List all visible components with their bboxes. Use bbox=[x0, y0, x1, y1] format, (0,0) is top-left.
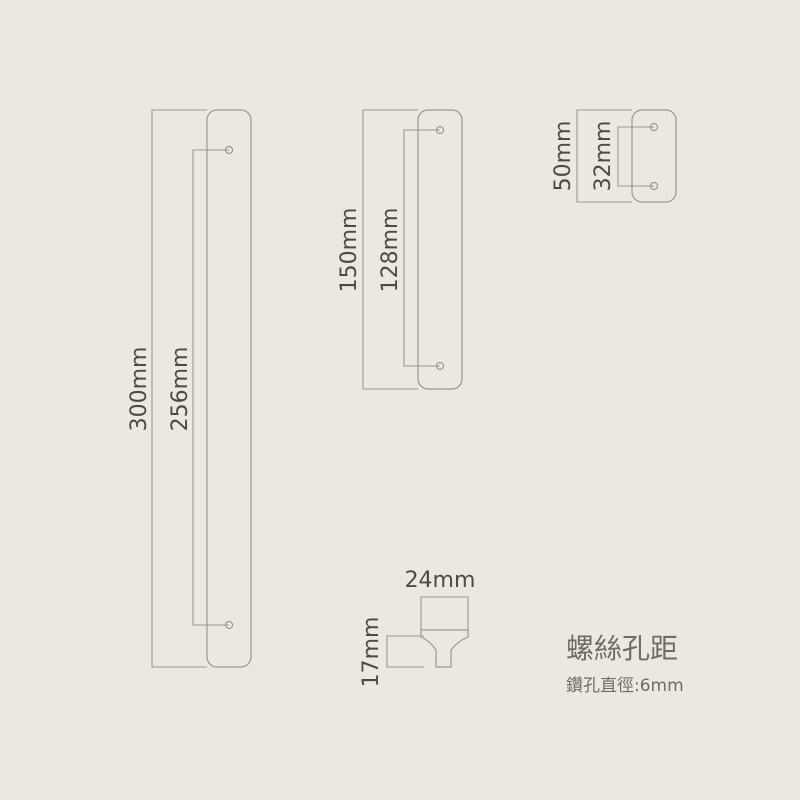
handle-150-hole-bracket bbox=[403, 129, 440, 367]
knob-outline bbox=[420, 629, 469, 668]
knob-height-label: 17mm bbox=[359, 617, 384, 688]
handle-300-drawing: 300mm 256mm bbox=[127, 109, 252, 668]
caption-title: 螺絲孔距 bbox=[566, 632, 678, 665]
handle-150-length-label: 150mm bbox=[337, 208, 362, 293]
handle-50-hole-label: 32mm bbox=[591, 121, 616, 192]
handle-150-drawing: 150mm 128mm bbox=[337, 109, 463, 390]
handle-50-hole-bracket bbox=[617, 126, 654, 187]
handle-150-outline bbox=[417, 109, 463, 390]
handle-50-length-bracket bbox=[576, 109, 632, 203]
screw-hole-icon bbox=[225, 621, 233, 629]
handle-150-hole-label: 128mm bbox=[378, 208, 403, 293]
caption-subtitle: 鑽孔直徑:6mm bbox=[566, 676, 684, 696]
knob-height-bracket bbox=[386, 635, 424, 668]
knob-drawing: 24mm 17mm bbox=[359, 568, 475, 687]
handle-300-length-bracket bbox=[151, 109, 207, 668]
handle-50-length-label: 50mm bbox=[551, 121, 576, 192]
handle-300-outline bbox=[206, 109, 252, 668]
knob-width-label: 24mm bbox=[405, 568, 476, 593]
screw-hole-icon bbox=[436, 362, 444, 370]
handle-50-drawing: 50mm 32mm bbox=[551, 109, 677, 203]
knob-width-bracket bbox=[420, 596, 469, 630]
screw-hole-icon bbox=[650, 182, 658, 190]
screw-hole-icon bbox=[225, 146, 233, 154]
handle-300-hole-label: 256mm bbox=[168, 347, 193, 432]
screw-hole-icon bbox=[436, 126, 444, 134]
handle-300-hole-bracket bbox=[192, 149, 229, 626]
screw-hole-icon bbox=[650, 123, 658, 131]
handle-50-outline bbox=[631, 109, 677, 203]
handle-300-length-label: 300mm bbox=[127, 347, 152, 432]
handle-150-length-bracket bbox=[362, 109, 418, 390]
